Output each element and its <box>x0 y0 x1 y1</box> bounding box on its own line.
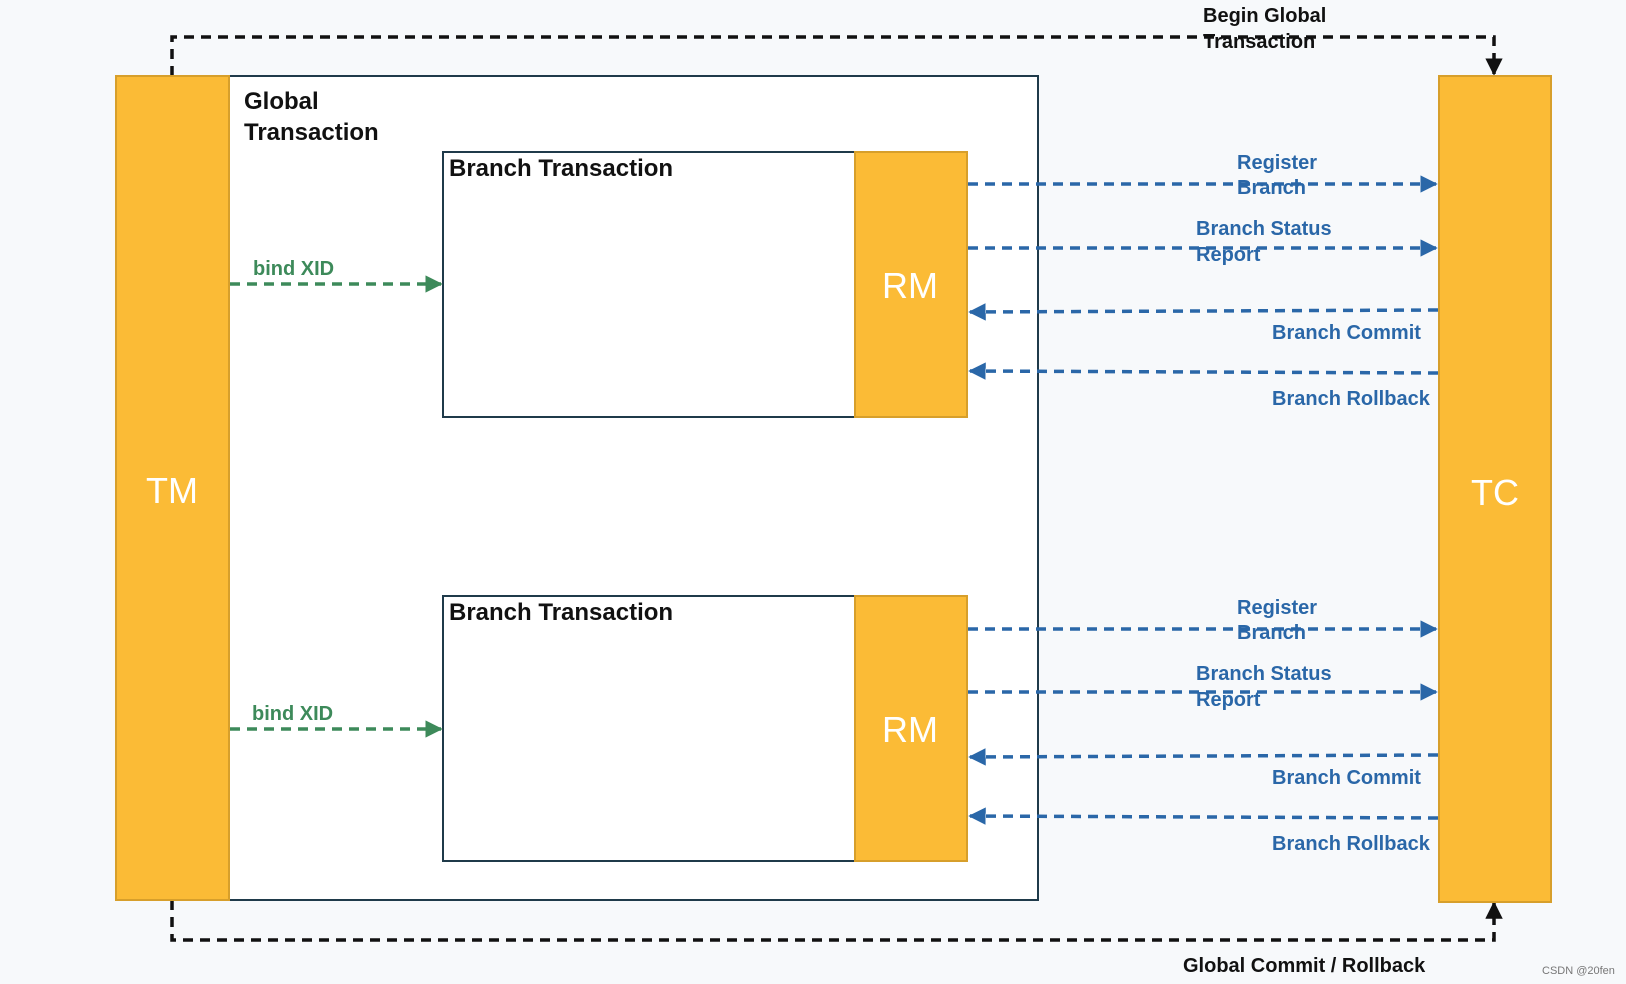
begin-global-label-line1: Begin Global <box>1203 5 1326 27</box>
rm-component-2 <box>854 595 968 862</box>
global-transaction-title-line2: Transaction <box>244 119 379 146</box>
tc-component <box>1438 75 1552 903</box>
global-transaction-title-line1: Global <box>244 88 319 115</box>
branch-rollback-label-2: Branch Rollback <box>1272 833 1431 855</box>
bind-xid-label-1: bind XID <box>253 258 334 280</box>
global-commit-rollback-arrow <box>170 900 1503 942</box>
register-branch-label-2-line2: Branch <box>1237 622 1306 644</box>
begin-global-arrow <box>170 35 1503 76</box>
branch-status-label-1-line2: Report <box>1196 244 1261 266</box>
rm-label-2: RM <box>882 709 938 750</box>
rm-component-1 <box>854 151 968 418</box>
tm-label: TM <box>146 470 198 511</box>
bind-xid-label-2: bind XID <box>252 703 333 725</box>
branch-rollback-arrow-2 <box>968 807 1439 825</box>
tm-component <box>115 75 230 901</box>
branch-commit-arrow-2 <box>968 748 1439 766</box>
register-branch-label-1-line2: Branch <box>1237 177 1306 199</box>
tc-label: TC <box>1471 472 1519 513</box>
register-branch-label-1-line1: Register <box>1237 152 1317 174</box>
branch-commit-label-1: Branch Commit <box>1272 322 1421 344</box>
branch-rollback-arrow-1 <box>968 362 1439 380</box>
branch-status-label-2-line2: Report <box>1196 689 1261 711</box>
branch-transaction-box-1 <box>442 151 856 418</box>
branch-transaction-box-2 <box>442 595 856 862</box>
rm-label-1: RM <box>882 265 938 306</box>
watermark: CSDN @20fen <box>1542 965 1615 977</box>
begin-global-label-line2: Transaction <box>1203 31 1315 53</box>
global-commit-rollback-label: Global Commit / Rollback <box>1183 955 1426 977</box>
branch-commit-label-2: Branch Commit <box>1272 767 1421 789</box>
register-branch-label-2-line1: Register <box>1237 597 1317 619</box>
branch-commit-arrow-1 <box>968 303 1439 321</box>
branch-transaction-title-2: Branch Transaction <box>449 599 673 626</box>
branch-status-label-1-line1: Branch Status <box>1196 218 1332 240</box>
branch-status-label-2-line1: Branch Status <box>1196 663 1332 685</box>
branch-transaction-title-1: Branch Transaction <box>449 155 673 182</box>
branch-rollback-label-1: Branch Rollback <box>1272 388 1431 410</box>
